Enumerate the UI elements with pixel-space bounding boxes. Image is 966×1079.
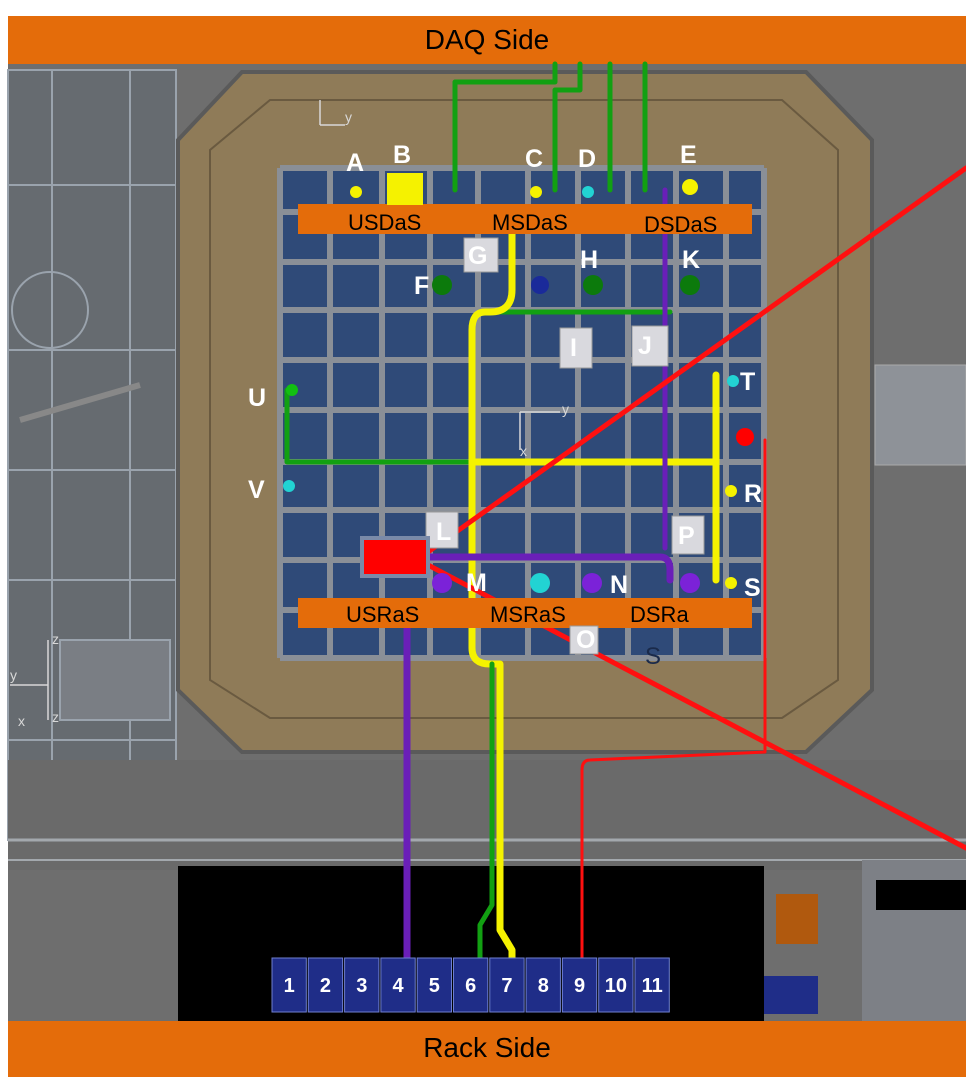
patch-port-label: 8 bbox=[538, 975, 549, 997]
label-L: L bbox=[436, 518, 451, 546]
label-B: B bbox=[393, 141, 411, 169]
station-blocks bbox=[387, 173, 705, 655]
right-side-block bbox=[874, 364, 966, 466]
rack-side-banner: Rack Side bbox=[8, 1021, 966, 1077]
left-support-structure bbox=[7, 69, 177, 841]
readout-boxes: USRaS MSRaS DSRa bbox=[298, 598, 752, 628]
svg-text:x: x bbox=[520, 443, 527, 459]
patch-port-label: 7 bbox=[501, 975, 512, 997]
highlight-box bbox=[360, 536, 430, 578]
patch-port-label: 4 bbox=[392, 975, 404, 997]
cable-green-down bbox=[477, 661, 495, 961]
rack-port-block bbox=[764, 976, 818, 1014]
label-G: G bbox=[468, 242, 487, 270]
patch-panel: 1 2 3 4 5 6 7 8 9 10 11 bbox=[271, 957, 670, 1013]
axis-triad-2: y x bbox=[519, 401, 569, 459]
cable-yellow-main bbox=[468, 228, 516, 962]
block-B bbox=[387, 173, 423, 205]
patch-port-6: 6 bbox=[453, 957, 489, 1013]
patch-port-label: 9 bbox=[574, 975, 585, 997]
label-I: I bbox=[570, 334, 577, 362]
label-V: V bbox=[248, 476, 265, 504]
cable-green-5 bbox=[284, 387, 475, 465]
label-A: A bbox=[346, 149, 364, 177]
station-labels: A B C D E F G H I J K L M N O P R S T U … bbox=[248, 141, 762, 654]
block-O bbox=[569, 625, 599, 655]
cables bbox=[284, 61, 966, 962]
label-N: N bbox=[610, 571, 628, 599]
cable-red-1 bbox=[580, 438, 767, 960]
label-K: K bbox=[682, 246, 700, 274]
svg-text:z: z bbox=[52, 709, 59, 725]
axis-triad-1: y bbox=[319, 100, 352, 126]
svg-text:z: z bbox=[52, 631, 59, 647]
label-T: T bbox=[740, 368, 755, 396]
label-E: E bbox=[680, 141, 697, 169]
patch-port-label: 10 bbox=[605, 975, 627, 997]
dsdas-label: DSDaS bbox=[644, 212, 717, 237]
dsra-label: DSRa bbox=[630, 602, 689, 627]
msras-label: MSRaS bbox=[490, 602, 566, 627]
usras-label: USRaS bbox=[346, 602, 419, 627]
patch-port-label: 3 bbox=[356, 975, 367, 997]
patch-port-9: 9 bbox=[561, 957, 598, 1013]
label-S: S bbox=[744, 574, 761, 602]
block-L bbox=[425, 511, 459, 549]
axis-triad-3: z y x z bbox=[10, 631, 59, 729]
patch-port-8: 8 bbox=[525, 957, 561, 1013]
label-C: C bbox=[525, 145, 543, 173]
msdas-label: MSDaS bbox=[492, 210, 568, 235]
block-I bbox=[559, 327, 593, 369]
patch-port-5: 5 bbox=[416, 957, 453, 1013]
patch-port-label: 5 bbox=[429, 975, 440, 997]
label-O: O bbox=[576, 626, 595, 654]
digitizer-boxes: USDaS MSDaS DSDaS bbox=[298, 204, 752, 237]
rack-device bbox=[776, 894, 818, 944]
patch-port-4: 4 bbox=[380, 957, 416, 1013]
label-U: U bbox=[248, 384, 266, 412]
floor-marker-label: S bbox=[645, 643, 661, 670]
patch-port-1: 1 bbox=[271, 957, 307, 1013]
svg-text:x: x bbox=[18, 713, 25, 729]
label-D: D bbox=[578, 145, 596, 173]
patch-port-label: 2 bbox=[320, 975, 331, 997]
sensor-dots bbox=[283, 179, 754, 593]
svg-text:y: y bbox=[10, 667, 17, 683]
patch-port-2: 2 bbox=[307, 957, 344, 1013]
floor-plate-inner-edge bbox=[209, 99, 839, 719]
patch-port-label: 11 bbox=[642, 975, 663, 997]
block-G bbox=[463, 237, 499, 273]
patch-port-3: 3 bbox=[344, 957, 380, 1013]
floor-structure bbox=[8, 760, 966, 1021]
patch-port-label: 1 bbox=[284, 975, 295, 997]
daq-side-banner: DAQ Side bbox=[8, 16, 966, 64]
label-H: H bbox=[580, 246, 598, 274]
svg-text:y: y bbox=[345, 109, 352, 125]
patch-port-7: 7 bbox=[489, 957, 525, 1013]
cable-green-1 bbox=[452, 61, 558, 193]
usdas-label: USDaS bbox=[348, 210, 421, 235]
label-J: J bbox=[638, 332, 652, 360]
svg-text:y: y bbox=[562, 401, 569, 417]
cable-green-2 bbox=[552, 61, 583, 193]
patch-port-10: 10 bbox=[598, 957, 634, 1013]
label-R: R bbox=[744, 480, 762, 508]
label-P: P bbox=[678, 522, 695, 550]
patch-port-label: 6 bbox=[465, 975, 476, 997]
cable-purple-2 bbox=[426, 553, 674, 584]
label-F: F bbox=[414, 272, 429, 300]
block-P bbox=[671, 515, 705, 555]
callout-line-1 bbox=[425, 165, 966, 555]
block-J bbox=[631, 325, 669, 367]
label-M: M bbox=[466, 569, 487, 597]
patch-port-11: 11 bbox=[634, 957, 670, 1013]
